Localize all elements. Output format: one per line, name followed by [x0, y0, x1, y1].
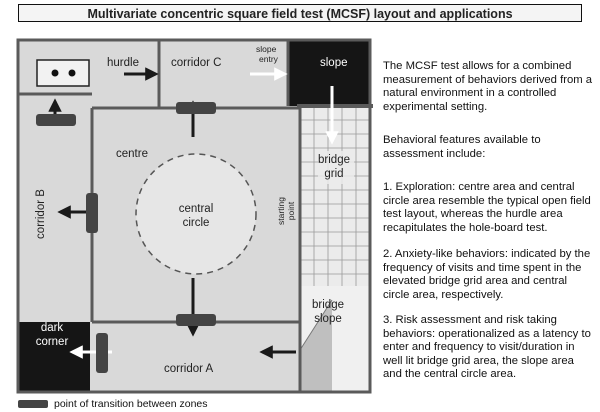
- point-3-text: 3. Risk assessment and risk taking behav…: [383, 314, 591, 381]
- slope-zone: [288, 40, 370, 106]
- label-dark-corner-1: dark: [41, 322, 64, 334]
- label-bridge-grid-2: grid: [324, 168, 343, 180]
- label-dark-corner-2: corner: [36, 336, 69, 348]
- description-point-3: 3. Risk assessment and risk taking behav…: [383, 314, 593, 382]
- label-corridor-b: corridor B: [35, 189, 47, 239]
- bridge-grid-zone: [300, 106, 370, 286]
- label-corridor-a: corridor A: [164, 363, 214, 375]
- central-circle-zone: [135, 153, 257, 275]
- transition-marker: [96, 333, 108, 373]
- label-corridor-c: corridor C: [171, 57, 221, 69]
- transition-markers: [36, 102, 216, 373]
- label-bridge-slope-1: bridge: [312, 299, 344, 311]
- label-starting-point-2: point: [286, 201, 296, 220]
- bridge-slope-zone: [299, 286, 370, 392]
- label-central-circle-1: central: [179, 203, 214, 215]
- point-2-text: 2. Anxiety-like behaviors: indicated by …: [383, 248, 591, 301]
- transition-marker: [176, 102, 216, 114]
- label-slope: slope: [320, 57, 348, 69]
- legend-label: point of transition between zones: [54, 398, 208, 410]
- label-slope-entry-2: entry: [259, 54, 279, 64]
- hole-right: [68, 69, 76, 77]
- description-point-1: 1. Exploration: centre area and central …: [383, 181, 593, 235]
- features-heading-text: Behavioral features available to assessm…: [383, 134, 541, 160]
- description-intro: The MCSF test allows for a combined meas…: [383, 60, 593, 114]
- hole-left: [51, 69, 59, 77]
- transition-marker: [36, 114, 76, 126]
- figure-title: Multivariate concentric square field tes…: [18, 4, 582, 22]
- label-centre: centre: [116, 148, 148, 160]
- transition-marker: [176, 314, 216, 326]
- label-bridge-slope-2: slope: [314, 313, 342, 325]
- legend-swatch: [18, 400, 48, 408]
- label-central-circle-2: circle: [183, 217, 210, 229]
- label-bridge-grid-1: bridge: [318, 154, 350, 166]
- label-starting-point-1: starting: [276, 197, 286, 225]
- point-1-text: 1. Exploration: centre area and central …: [383, 181, 591, 234]
- label-hurdle: hurdle: [107, 57, 139, 69]
- intro-text: The MCSF test allows for a combined meas…: [383, 60, 593, 113]
- hurdle-holes: [36, 59, 90, 87]
- transition-marker: [86, 193, 98, 233]
- description-point-2: 2. Anxiety-like behaviors: indicated by …: [383, 248, 593, 302]
- label-slope-entry-1: slope: [256, 44, 277, 54]
- description-features-heading: Behavioral features available to assessm…: [383, 134, 593, 161]
